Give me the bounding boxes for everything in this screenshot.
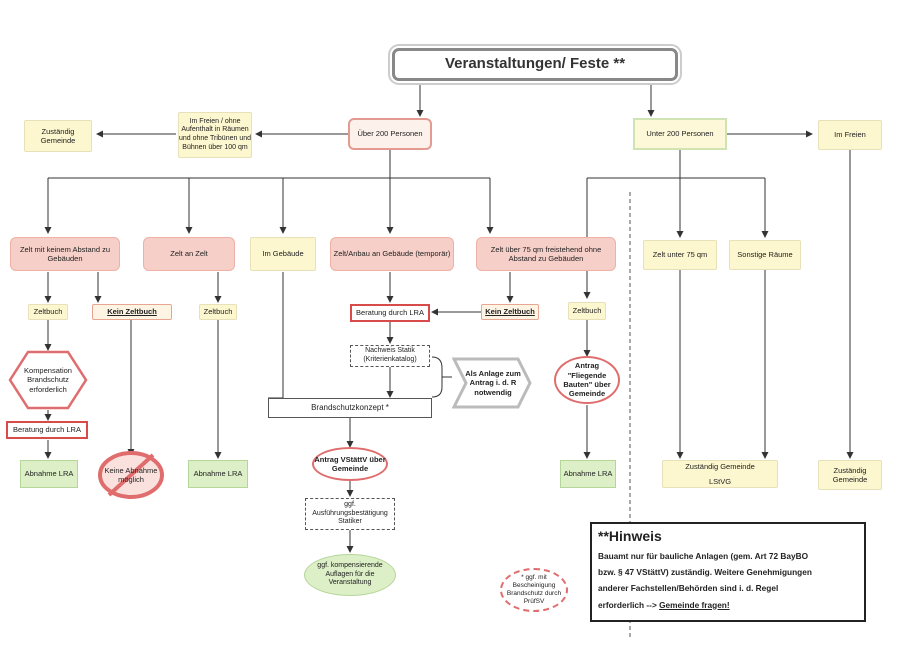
node-zustaendig-gemeinde-right: Zuständig Gemeinde	[818, 460, 882, 490]
hinweis-box: **Hinweis Bauamt nur für bauliche Anlage…	[590, 522, 866, 622]
node-anlage-antrag: Als Anlage zum Antrag i. d. R notwendig	[465, 368, 521, 397]
node-keine-abnahme: Keine Abnahme möglich	[104, 465, 158, 484]
node-over-200: Über 200 Personen	[348, 118, 432, 150]
node-sonstige-raeume: Sonstige Räume	[729, 240, 801, 270]
node-beratung-lra-center: Beratung durch LRA	[350, 304, 430, 322]
hinweis-line-4-prefix: erforderlich -->	[598, 599, 660, 610]
node-abnahme-lra-3: Abnahme LRA	[560, 460, 616, 488]
page-title: Veranstaltungen/ Feste **	[392, 48, 678, 81]
node-zustaendig-gemeinde-lstvg-line2: LStVG	[708, 476, 732, 486]
hinweis-line-1: Bauamt nur für bauliche Anlagen (gem. Ar…	[598, 551, 809, 561]
node-im-freien: Im Freien	[818, 120, 882, 150]
node-zeltbuch-3: Zeltbuch	[568, 302, 606, 320]
node-open-air-condition-label: Im Freien / ohne Aufenthalt in Räumen un…	[179, 117, 252, 151]
node-im-gebaeude: Im Gebäude	[250, 237, 316, 271]
node-open-air-condition: Im Freien / ohne Aufenthalt in Räumen un…	[178, 112, 252, 158]
node-zustaendig-gemeinde-lstvg-line1: Zuständig Gemeinde	[685, 462, 755, 472]
node-abnahme-lra-1: Abnahme LRA	[20, 460, 78, 488]
node-zeltbuch-1: Zeltbuch	[28, 304, 68, 320]
node-nachweis-statik: Nachweis Statik (Kriterienkatalog)	[350, 345, 430, 367]
hinweis-line-4: erforderlich --> Gemeinde fragen!	[598, 597, 858, 613]
node-kompensation: Kompensation Brandschutz erforderlich	[24, 365, 72, 394]
node-antrag-fliegende-bauten: Antrag "Fliegende Bauten" über Gemeinde	[554, 356, 620, 404]
node-zustaendig-gemeinde-left: Zuständig Gemeinde	[24, 120, 92, 152]
keine-abnahme-symbol	[98, 451, 164, 499]
node-kein-zeltbuch-2: Kein Zeltbuch	[481, 304, 539, 320]
node-zelt-unter-75: Zelt unter 75 qm	[643, 240, 717, 270]
node-zelt-an-zelt: Zelt an Zelt	[143, 237, 235, 271]
hinweis-line-3: anderer Fachstellen/Behörden sind i. d. …	[598, 583, 779, 594]
node-brandschutzkonzept: Brandschutzkonzept *	[268, 398, 432, 418]
node-beratung-lra-left: Beratung durch LRA	[6, 421, 88, 439]
anlage-arrow-shape	[452, 357, 532, 409]
node-under-200: Unter 200 Personen	[633, 118, 727, 150]
node-kompensierende-auflagen: ggf. kompensierende Auflagen für die Ver…	[304, 554, 396, 596]
hinweis-heading: **Hinweis	[598, 528, 662, 544]
hinweis-gemeinde-fragen-link: Gemeinde fragen!	[659, 599, 730, 610]
kompensation-hexagon	[8, 350, 88, 410]
node-kein-zeltbuch-1: Kein Zeltbuch	[92, 304, 172, 320]
node-zelt-kein-abstand: Zelt mit keinem Abstand zu Gebäuden	[10, 237, 120, 271]
node-antrag-vstaettv: Antrag VStättV über Gemeinde	[312, 447, 388, 481]
node-zeltbuch-2: Zeltbuch	[199, 304, 237, 320]
node-abnahme-lra-2: Abnahme LRA	[188, 460, 248, 488]
node-zustaendig-gemeinde-lstvg: Zuständig Gemeinde LStVG	[662, 460, 778, 488]
node-zelt-anbau: Zelt/Anbau an Gebäude (temporär)	[330, 237, 454, 271]
node-pruefsv-note: * ggf. mit Bescheinigung Brandschutz dur…	[500, 568, 568, 612]
node-zelt-ueber-75: Zelt über 75 qm freistehend ohne Abstand…	[476, 237, 616, 271]
hinweis-line-2: bzw. § 47 VStättV) zuständig. Weitere Ge…	[598, 567, 812, 578]
node-ausfuehrungsbestaetigung: ggf. Ausführungsbestätigung Statiker	[305, 498, 395, 530]
